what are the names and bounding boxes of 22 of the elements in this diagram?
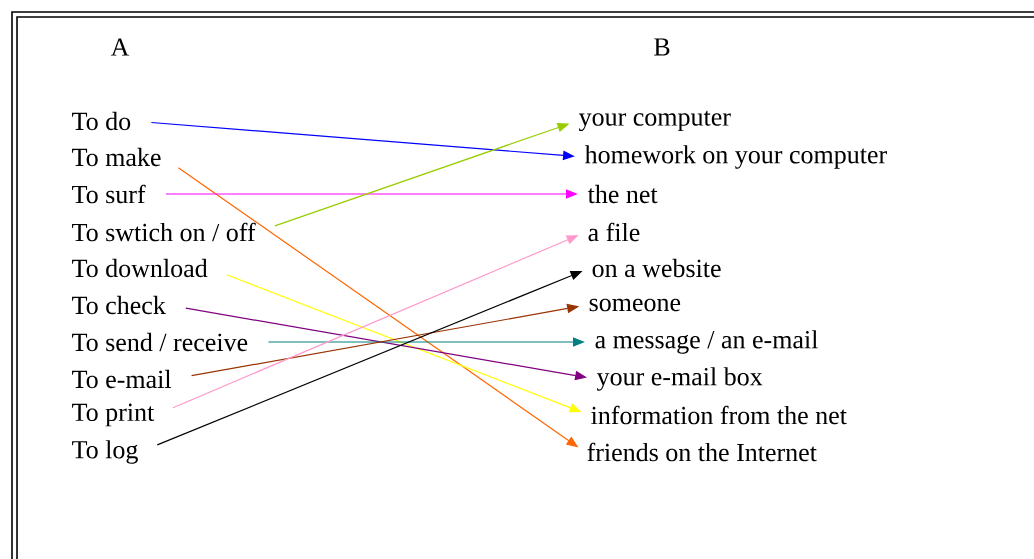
column-heading: B bbox=[654, 38, 670, 56]
word-text: the net bbox=[587, 184, 658, 204]
word-text: a file bbox=[588, 222, 640, 242]
word-text: To surf bbox=[72, 184, 146, 204]
word-text: your e-mail box bbox=[596, 367, 763, 391]
word-text: To make bbox=[72, 147, 161, 167]
word-text: To print bbox=[72, 403, 155, 427]
word-text: on a website bbox=[592, 258, 721, 278]
word-text: To e-mail bbox=[72, 369, 172, 389]
word-text: information from the net bbox=[591, 405, 847, 425]
word-text: To send / receive bbox=[72, 332, 248, 352]
word-text: your computer bbox=[578, 110, 731, 132]
word-text: homework on your computer bbox=[584, 145, 887, 169]
word-text: a message / an e-mail bbox=[595, 330, 818, 354]
word-text: To do bbox=[72, 111, 131, 131]
word-text: To download bbox=[72, 258, 208, 278]
column-heading: A bbox=[110, 38, 130, 56]
word-text: To swtich on / off bbox=[72, 222, 256, 242]
word-text: To log bbox=[72, 440, 138, 464]
word-text: someone bbox=[589, 298, 681, 312]
word-text: To check bbox=[72, 295, 166, 315]
word-text: friends on the Internet bbox=[587, 442, 817, 462]
